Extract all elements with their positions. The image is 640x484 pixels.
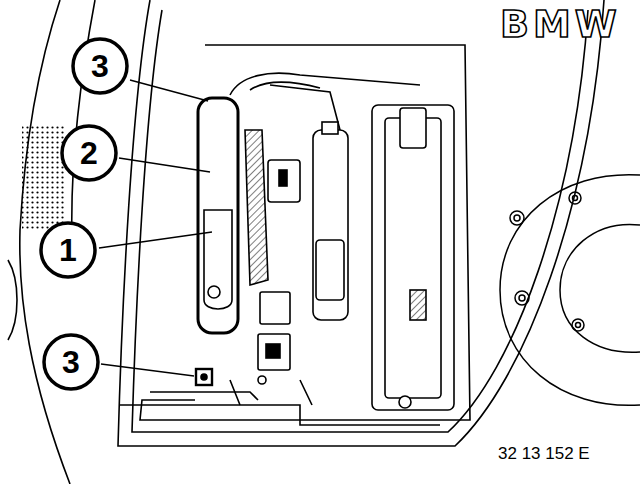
frame-screw xyxy=(258,376,266,384)
bolt xyxy=(519,295,525,301)
body-outlines xyxy=(8,0,604,484)
retaining-nut-hole xyxy=(201,374,207,380)
figure-code: 32 13 152 E xyxy=(496,444,592,464)
bulb-socket-neck xyxy=(316,240,344,300)
plate-ring xyxy=(500,175,640,406)
callout-circle: 3 xyxy=(71,37,129,95)
callout-circle: 2 xyxy=(60,124,118,182)
bolt xyxy=(514,215,520,221)
bolt xyxy=(572,319,584,331)
holder-slot xyxy=(245,130,268,285)
connector xyxy=(268,160,300,202)
lamp-unit-inner xyxy=(385,118,441,398)
lamp-unit xyxy=(372,105,454,410)
frame-rib xyxy=(230,380,312,405)
callout-circle: 1 xyxy=(39,221,97,279)
lamp-unit-screw xyxy=(399,396,411,408)
bulb-holder-grip xyxy=(204,210,232,309)
left-panel-edge xyxy=(72,0,95,240)
mounting-frame xyxy=(140,45,470,420)
leader-line xyxy=(119,158,210,172)
callout-number: 2 xyxy=(60,135,118,172)
brand-logo: BMW xyxy=(500,2,621,46)
holder-screw xyxy=(208,286,220,298)
bolt xyxy=(573,196,578,201)
bolt xyxy=(515,291,529,305)
bulb-holder xyxy=(198,98,238,333)
plate-ring xyxy=(560,224,640,352)
connector-pin xyxy=(279,170,287,186)
bulb-socket-cap xyxy=(322,122,338,134)
lamp-components xyxy=(196,73,454,410)
callout-number: 3 xyxy=(71,48,129,85)
connector xyxy=(260,292,290,324)
bolt xyxy=(576,323,581,328)
dotted-texture xyxy=(22,125,64,230)
lamp-unit-clip xyxy=(400,108,426,148)
leader-lines xyxy=(99,80,212,376)
leader-line xyxy=(101,364,194,376)
wheel-plate xyxy=(500,175,640,406)
lamp-unit-clip xyxy=(410,290,426,320)
callout-circle: 3 xyxy=(42,333,100,391)
leader-line xyxy=(130,80,208,101)
connector-pin xyxy=(266,344,280,358)
frame-foot xyxy=(150,392,258,400)
connector xyxy=(258,334,290,370)
bolt xyxy=(510,211,524,225)
leader-line xyxy=(99,232,212,248)
callout-number: 1 xyxy=(39,232,97,269)
housing-inner xyxy=(132,10,588,432)
retaining-nut xyxy=(196,369,212,385)
left-recess xyxy=(8,260,17,340)
bulb-socket xyxy=(313,130,348,320)
callout-number: 3 xyxy=(42,344,100,381)
housing-outer xyxy=(118,0,604,446)
bolt xyxy=(569,192,581,204)
